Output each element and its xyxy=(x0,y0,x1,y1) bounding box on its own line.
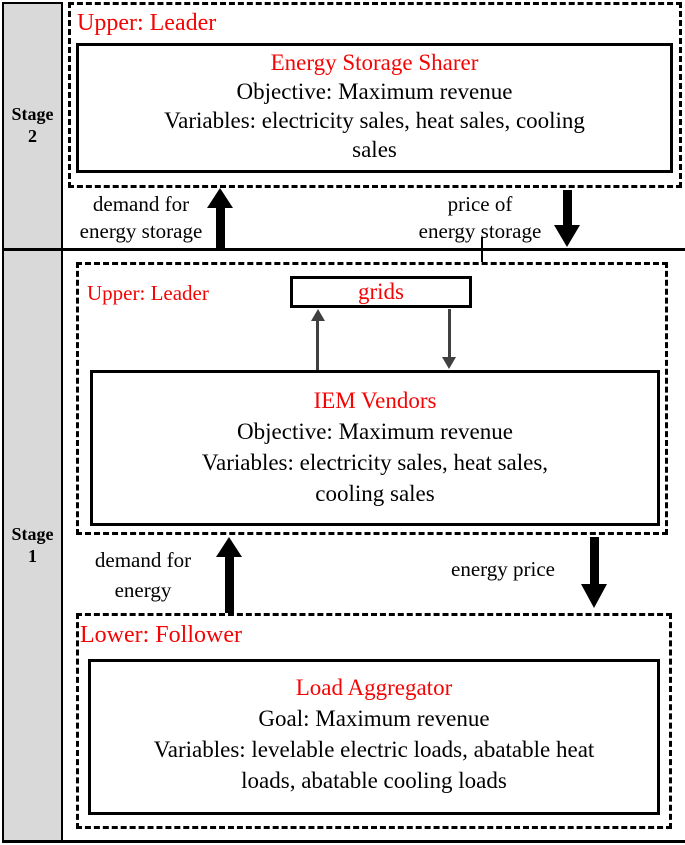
energy-price-down-arrow-icon xyxy=(581,584,607,608)
iem-variables-line: Variables: electricity sales, heat sales… xyxy=(201,450,549,475)
stage1-label-word: Stage xyxy=(11,523,54,544)
la-variables-line-2: loads, abatable cooling loads xyxy=(241,768,507,793)
demand-energy-up-arrow-icon xyxy=(216,537,242,557)
figure-bottom-border-line xyxy=(2,840,685,843)
iem-vendors-title: IEM Vendors xyxy=(313,388,437,413)
energy-price-arrow-shaft xyxy=(590,537,599,585)
stage1-row-label: Stage 1 xyxy=(2,248,63,841)
ess-objective-line: Objective: Maximum revenue xyxy=(236,79,513,104)
energy-storage-sharer-title: Energy Storage Sharer xyxy=(270,50,479,75)
la-goal-line: Goal: Maximum revenue xyxy=(258,706,490,731)
price-label-connector-line xyxy=(481,237,483,262)
stage1-lower-role-label: Lower: Follower xyxy=(80,622,242,648)
price-of-energy-storage-label: price of energy storage xyxy=(418,192,542,243)
demand-energy-storage-arrow-shaft xyxy=(216,205,225,248)
stage1-lower-follower-region: Lower: Follower Load Aggregator Goal: Ma… xyxy=(76,613,672,829)
ess-variables-line: Variables: electricity sales, heat sales… xyxy=(164,108,585,133)
stage2-label-number: 2 xyxy=(28,126,37,146)
grids-box: grids xyxy=(290,276,472,308)
iem-objective-line: Objective: Maximum revenue xyxy=(237,419,513,444)
stage2-upper-leader-region: Upper: Leader Energy Storage Sharer Obje… xyxy=(68,2,682,188)
price-energy-storage-down-arrow-icon xyxy=(554,225,580,247)
stage1-upper-role-label: Upper: Leader xyxy=(87,281,209,305)
iem-to-grids-up-arrow-icon xyxy=(311,309,325,321)
iem-variables-line-2: cooling sales xyxy=(315,481,435,506)
demand-for-energy-storage-label: demand for energy storage xyxy=(79,192,203,243)
grids-to-iem-arrow-shaft xyxy=(448,309,451,359)
energy-storage-sharer-box: Energy Storage Sharer Objective: Maximum… xyxy=(76,43,673,173)
grids-to-iem-down-arrow-icon xyxy=(442,357,456,369)
grids-label: grids xyxy=(358,279,404,304)
iem-to-grids-arrow-shaft xyxy=(316,319,319,370)
stage1-upper-leader-region: Upper: Leader grids IEM Vendors Objectiv… xyxy=(76,262,668,535)
price-energy-storage-arrow-shaft xyxy=(563,190,572,227)
stage-column-background xyxy=(2,2,63,843)
la-variables-line: Variables: levelable electric loads, aba… xyxy=(153,737,595,762)
stage2-row-label: Stage 2 xyxy=(2,2,63,248)
iem-vendors-box: IEM Vendors Objective: Maximum revenue V… xyxy=(90,370,660,526)
demand-energy-arrow-shaft xyxy=(225,555,234,613)
load-aggregator-box: Load Aggregator Goal: Maximum revenue Va… xyxy=(88,659,660,815)
ess-variables-line-2: sales xyxy=(352,137,397,162)
stage2-label-word: Stage xyxy=(11,104,54,124)
stage2-role-label: Upper: Leader xyxy=(77,10,217,36)
stage-row-divider-line xyxy=(2,248,685,251)
load-aggregator-title: Load Aggregator xyxy=(295,675,453,700)
demand-for-energy-label: demand for energy xyxy=(94,548,192,602)
energy-price-label: energy price xyxy=(451,557,555,581)
demand-energy-storage-up-arrow-icon xyxy=(207,188,233,208)
stage1-label-number: 1 xyxy=(28,545,37,566)
